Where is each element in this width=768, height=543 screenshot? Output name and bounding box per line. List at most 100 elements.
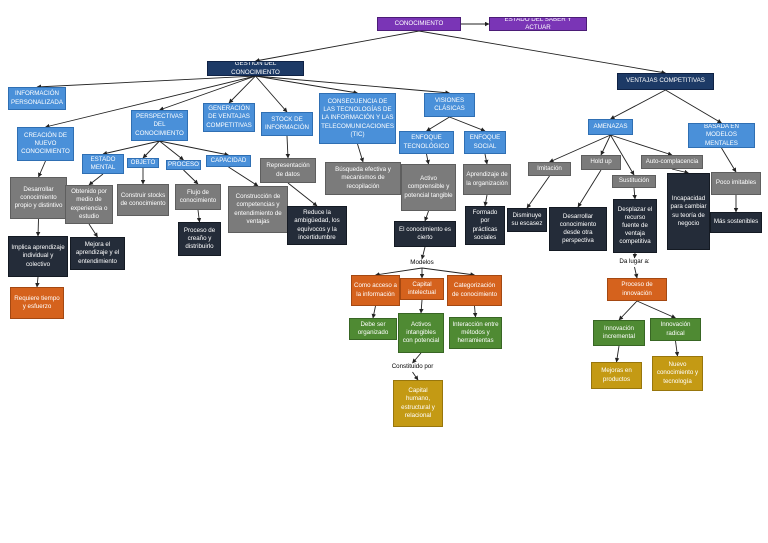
connector-perspectivas-to-capacidad [159, 140, 229, 157]
node-aprendizaje-org: Aprendizaje de la organización [463, 164, 511, 195]
node-flujo: Flujo de conocimiento [175, 184, 221, 210]
node-poco: Poco imitables [711, 172, 761, 195]
connector-enf_tec-to-activo [425, 153, 430, 165]
node-proceso: PROCESO [166, 160, 201, 170]
connector-gestion-to-generacion [228, 75, 256, 104]
connector-da_lugar-to-proceso_innov [633, 266, 639, 279]
node-constituido: Constituido por [391, 363, 434, 371]
connector-stock-to-representacion [285, 135, 291, 159]
node-capital-humano: Capital humano, estructural y relacional [393, 380, 443, 427]
node-visiones: VISIONES CLÁSICAS [424, 93, 475, 117]
connector-innov_inc-to-mejoras [614, 345, 620, 363]
node-stock: STOCK DE INFORMACIÓN [261, 112, 313, 136]
connector-gestion-to-info_personalizada [36, 75, 256, 90]
node-sustitucion: Sustitución [612, 175, 656, 188]
node-ventajas: VENTAJAS COMPETITIVAS [617, 73, 714, 90]
node-nuevo: Nuevo conocimiento y tecnología [652, 356, 703, 391]
node-incapacidad: Incapacidad para cambiar su teoría de ne… [667, 173, 710, 250]
connector-visiones-to-enf_soc [449, 116, 486, 132]
node-basada: BASADA EN MODELOS MENTALES [688, 123, 755, 148]
node-obtenido: Obtenido por medio de experiencia o estu… [65, 185, 113, 224]
node-reduce: Reduce la ambigüedad, los equívocos y la… [287, 206, 347, 245]
connector-imitacion-to-disminuye [526, 175, 550, 209]
connector-conocimiento-to-gestion [255, 30, 420, 63]
connector-sustitucion-to-desplazar [632, 187, 637, 200]
connector-perspectivas-to-objeto [142, 140, 160, 159]
node-interaccion: Interacción entre métodos y herramientas [449, 317, 502, 349]
node-enf-tec: ENFOQUE TECNOLÓGICO [399, 131, 454, 154]
connector-desplazar-to-da_lugar [632, 252, 638, 259]
connector-capital_int-to-activos_int [419, 299, 424, 314]
node-es-cierto: El conocimiento es cierto [394, 221, 456, 247]
connector-implica-to-requiere [35, 276, 40, 288]
node-autocomp: Auto-complacencia [641, 155, 703, 169]
node-implica: Implica aprendizaje individual y colecti… [8, 236, 68, 277]
node-representacion: Representación de datos [260, 158, 316, 183]
node-proceso-creado: Proceso de creaño y distribuirlo [178, 222, 221, 256]
connector-gestion-to-creacion [45, 75, 256, 129]
node-conocimiento: CONOCIMIENTO [377, 17, 461, 31]
connector-gestion-to-tic [255, 75, 358, 95]
connector-amenazas-to-imitacion [549, 134, 611, 163]
node-gestion: GESTIÓN DEL CONOCIMIENTO [207, 61, 304, 76]
connector-capacidad-to-construccion [228, 166, 259, 187]
connector-conocimiento-to-ventajas [418, 30, 666, 75]
node-desplazar: Desplazar el recurso fuente de ventaja c… [613, 199, 657, 253]
connector-desarrollar-to-implica [35, 218, 41, 237]
connector-autocomp-to-incapacidad [671, 168, 689, 175]
node-innov-rad: Innovación radical [650, 318, 701, 341]
connector-gestion-to-stock [255, 75, 288, 113]
connector-innov_rad-to-nuevo [674, 340, 680, 357]
connector-perspectivas-to-estado_mental [102, 140, 160, 156]
connector-modelos-to-como_acceso [375, 267, 423, 277]
node-perspectivas: PERSPECTIVAS DEL CONOCIMIENTO [131, 110, 188, 141]
node-desarrollar2: Desarrollar conocimiento desde otra pers… [549, 207, 607, 251]
node-mas: Más sostenibles [710, 212, 762, 233]
connector-gestion-to-perspectivas [159, 75, 256, 111]
node-activo: Activo comprensible y potencial tangible [401, 164, 456, 211]
node-estado-mental: ESTADO MENTAL [82, 154, 124, 174]
connector-amenazas-to-hold_up [600, 134, 611, 156]
node-capacidad: CAPACIDAD [206, 155, 251, 167]
node-busqueda: Búsqueda efectiva y mecanismos de recopi… [325, 162, 401, 195]
node-proceso-innov: Proceso de innovación [607, 278, 667, 301]
node-formado: Formado por prácticas sociales [465, 206, 505, 245]
node-categorizacion: Categorización de conocimiento [447, 275, 502, 306]
node-creacion: CREACIÓN DE NUEVO CONOCIMIENTO [17, 127, 74, 161]
connector-proceso_innov-to-innov_inc [618, 300, 638, 321]
connector-ventajas-to-amenazas [610, 89, 666, 120]
connector-activo-to-es_cierto [424, 210, 429, 222]
node-generacion: GENERACIÓN DE VENTAJAS COMPETITIVAS [203, 103, 255, 132]
connector-ventajas-to-basada [665, 89, 722, 124]
node-da-lugar: Da lugar a: [619, 258, 650, 266]
connector-constituido-to-capital_humano [412, 371, 419, 381]
node-construccion: Construcción de competencias y entendimi… [228, 186, 288, 233]
connector-enf_soc-to-aprendizaje_org [483, 153, 489, 165]
connector-aprendizaje_org-to-formado [483, 194, 488, 207]
node-imitacion: Imitación [528, 162, 571, 176]
connector-como_acceso-to-debe_ser [371, 305, 377, 319]
connector-creacion-to-desarrollar [38, 160, 46, 178]
connector-es_cierto-to-modelos [420, 246, 426, 260]
connector-perspectivas-to-proceso [159, 140, 184, 161]
connector-estado_mental-to-obtenido [88, 173, 104, 186]
node-hold-up: Hold up [581, 155, 621, 170]
connector-tic-to-busqueda [357, 143, 364, 163]
node-innov-inc: Innovación incremental [593, 320, 645, 346]
node-capital-int: Capital intelectual [400, 278, 444, 300]
connector-activos_int-to-constituido [412, 352, 422, 364]
connector-obtenido-to-mejora [88, 223, 98, 238]
node-enf-soc: ENFOQUE SOCIAL [464, 131, 506, 154]
connector-proceso_innov-to-innov_rad [636, 300, 676, 319]
connector-gestion-to-visiones [255, 75, 450, 95]
connector-hold_up-to-desarrollar2 [577, 169, 602, 208]
node-desarrollar: Desarrollar conocimiento propio y distin… [10, 177, 67, 219]
connector-amenazas-to-autocomp [610, 134, 673, 156]
node-info-personalizada: INFORMACIÓN PERSONALIZADA [8, 87, 66, 110]
connector-representacion-to-reduce [287, 182, 318, 207]
connector-amenazas-to-sustitucion [610, 134, 635, 176]
node-mejora: Mejora el aprendizaje y el entendimiento [70, 237, 125, 270]
node-debe-ser: Debe ser organizado [349, 318, 397, 340]
